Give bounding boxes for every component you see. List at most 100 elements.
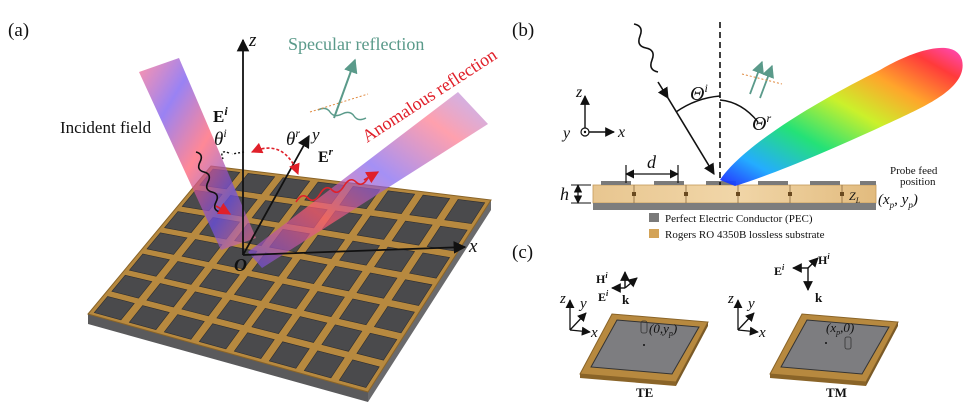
pec-patch xyxy=(654,181,684,185)
metasurface-patch xyxy=(338,359,380,388)
b-axis-y-label: y xyxy=(561,125,571,142)
metasurface-patch xyxy=(163,261,205,285)
metasurface-patch xyxy=(181,291,223,317)
probe-load xyxy=(788,192,792,196)
metasurface-patch xyxy=(251,307,293,334)
incident-field-label: Incident field xyxy=(60,118,152,137)
te-k-label: k xyxy=(622,292,630,307)
te-E-label: Ei xyxy=(598,289,609,304)
metasurface-patch xyxy=(303,291,345,318)
te-coord-label: (0,yp) xyxy=(649,321,677,338)
probe-load xyxy=(840,192,844,196)
specular-reflection-label: Specular reflection xyxy=(288,34,424,54)
legend-pec-label: Perfect Electric Conductor (PEC) xyxy=(665,213,813,225)
legend-rogers-swatch xyxy=(649,229,659,238)
metasurface-patch xyxy=(146,283,188,308)
b-axis-z-label: z xyxy=(575,84,583,101)
probe-load xyxy=(736,192,740,196)
metasurface-patch xyxy=(93,296,135,321)
reflected-wave xyxy=(295,177,369,203)
metasurface-patch xyxy=(374,246,416,273)
metasurface-patch xyxy=(128,305,170,330)
b-incident-arrow-head xyxy=(657,81,669,99)
probe-feed-label-1: Probe feed xyxy=(890,165,938,177)
tm-axis-y: y xyxy=(746,296,755,312)
axis-x-label: x xyxy=(468,236,478,257)
specular-wave xyxy=(317,107,367,121)
metasurface-patch xyxy=(409,252,451,279)
theta-r-label: θr xyxy=(286,126,300,150)
tm-substrate-edge xyxy=(866,322,898,386)
b-theta-r-arc xyxy=(719,99,759,123)
specular-arrow xyxy=(333,58,358,119)
panel-c: (c) (0,yp) z y x Hi Ei k TE xyxy=(512,242,899,400)
metasurface-patch xyxy=(198,323,240,350)
pec-patch xyxy=(706,181,736,185)
te-probe-dot xyxy=(643,344,645,346)
tm-probe xyxy=(844,336,852,350)
te-k-vector-head xyxy=(624,277,638,289)
metasurface-patch xyxy=(409,194,451,219)
panel-b-label: (b) xyxy=(512,20,534,41)
pec-patch xyxy=(758,181,788,185)
tm-caption: TM xyxy=(826,385,847,400)
pec-patch xyxy=(860,181,876,185)
metasurface-patch xyxy=(356,332,398,361)
origin-label: O xyxy=(234,255,247,275)
metasurface-patch xyxy=(163,314,205,340)
te-substrate-edge xyxy=(676,322,708,386)
probe-feeds xyxy=(632,185,844,203)
metasurface-patch xyxy=(216,299,258,326)
metasurface-patch xyxy=(373,306,415,334)
metasurface-patch xyxy=(339,240,381,266)
ground-plane xyxy=(593,203,876,210)
E-ref-label: Er xyxy=(318,146,334,166)
metasurface-patch xyxy=(198,268,240,293)
b-reflected-marker xyxy=(741,73,783,85)
scattered-field-plume xyxy=(720,47,963,186)
metasurface-patch xyxy=(286,259,328,284)
d-label: d xyxy=(647,152,657,172)
b-reflected-arrow-1 xyxy=(749,60,764,95)
tm-substrate-front xyxy=(770,374,866,386)
tm-probe-dot xyxy=(825,342,827,344)
te-substrate-front xyxy=(580,374,676,386)
te-axis-z: z xyxy=(559,291,566,307)
metasurface-patch xyxy=(286,316,328,343)
b-theta-i-label: Θi xyxy=(690,81,708,105)
te-y-axis xyxy=(569,312,587,331)
legend-pec-swatch xyxy=(649,213,659,222)
tm-E-label: Ei xyxy=(774,263,785,278)
tm-axis-x: x xyxy=(758,325,766,341)
tm-coord-label: (xp,0) xyxy=(826,320,854,337)
theta-i-label: θi xyxy=(214,126,227,150)
tm-x-axis xyxy=(737,326,759,336)
panel-a: (a) z x y O Incident field E xyxy=(8,20,500,402)
te-patch xyxy=(590,319,700,375)
metasurface-patch xyxy=(251,200,293,223)
probe-feed-label-2: position xyxy=(900,176,936,188)
tm-H-label: Hi xyxy=(818,252,830,267)
panel-a-label: (a) xyxy=(8,20,29,41)
metasurface-patch xyxy=(303,350,345,379)
metasurface-patch xyxy=(391,279,433,306)
axis-y-label: y xyxy=(310,125,320,144)
pec-patch xyxy=(810,181,840,185)
metasurface-patch xyxy=(321,265,363,292)
metasurface-patch xyxy=(268,283,310,309)
b-incident-wave xyxy=(633,23,659,73)
incident-wave xyxy=(195,151,221,213)
panel-c-label: (c) xyxy=(512,242,533,263)
te-probe xyxy=(640,320,648,334)
tm-y-axis xyxy=(737,312,755,331)
zl-label: ZL xyxy=(849,189,861,205)
incident-wave-arrow xyxy=(215,202,232,215)
b-theta-i-arc xyxy=(675,95,721,113)
metasurface-patch xyxy=(356,215,398,240)
b-reflected-arrow-2 xyxy=(759,64,774,99)
metasurface-patch xyxy=(391,220,433,246)
tm-axis-z: z xyxy=(727,291,734,307)
h-label: h xyxy=(560,184,569,204)
probe-load xyxy=(684,192,688,196)
